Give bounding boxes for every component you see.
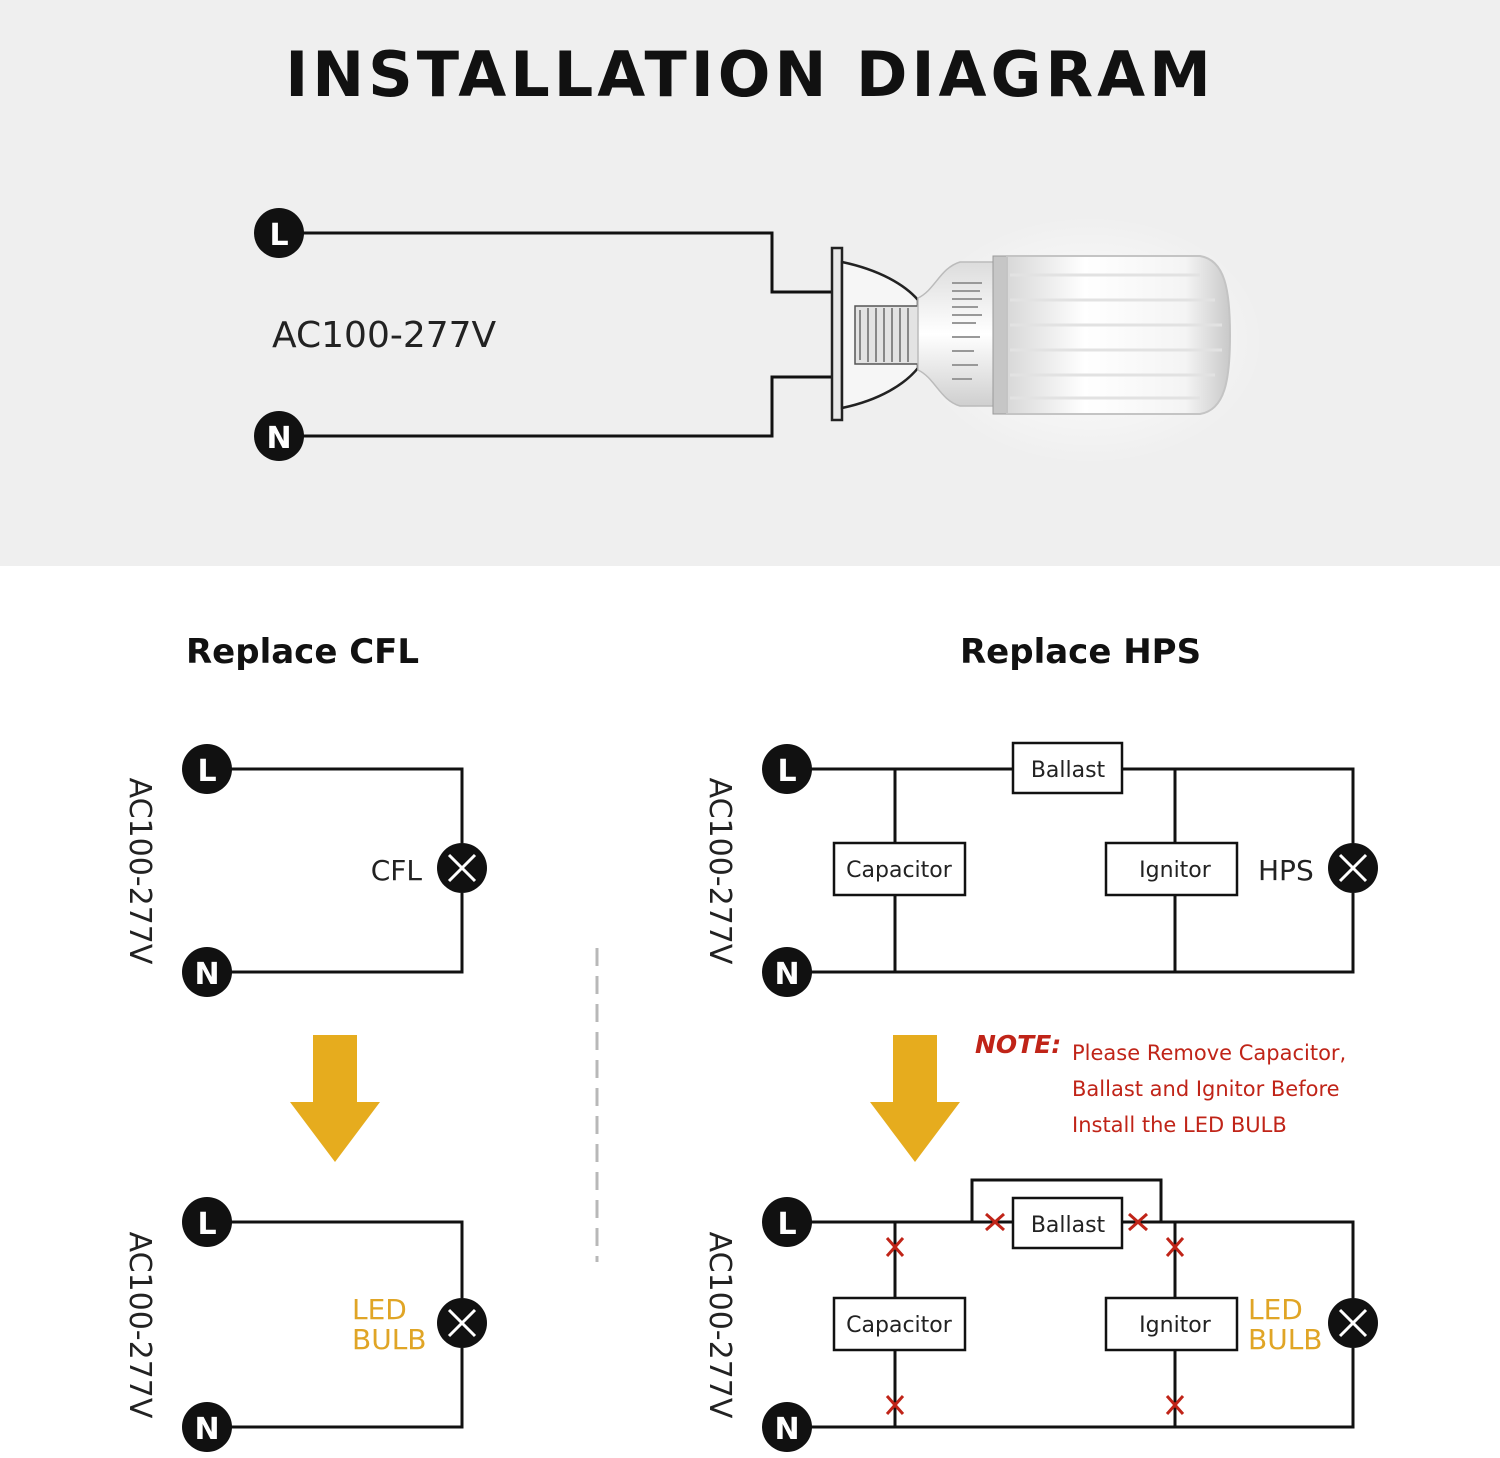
hps-led-bulb-lamp-symbol	[1328, 1298, 1378, 1348]
svg-text:N: N	[194, 1412, 219, 1447]
svg-text:N: N	[774, 1412, 799, 1447]
svg-text:L: L	[777, 1207, 796, 1242]
cut-mark-capacitor-bottom	[885, 1395, 905, 1415]
cut-mark-ignitor-top	[1165, 1237, 1185, 1257]
top-wiring	[300, 231, 840, 438]
svg-text:L: L	[269, 218, 288, 253]
cfl-led-label-line2: BULB	[352, 1323, 427, 1356]
note-line-3: Install the LED BULB	[1072, 1113, 1287, 1137]
top-neutral-terminal: N	[254, 411, 304, 461]
led-bulb-lamp-symbol	[437, 1298, 487, 1348]
top-panel	[0, 0, 1500, 566]
hps-section-title: Replace HPS	[960, 632, 1202, 672]
cfl-before-live-terminal: L	[182, 744, 232, 794]
hps-lamp-label: HPS	[1258, 854, 1314, 887]
cut-mark-ignitor-bottom	[1165, 1395, 1185, 1415]
corn-bulb-illustration	[830, 215, 1265, 465]
svg-text:L: L	[777, 754, 796, 789]
svg-text:Ignitor: Ignitor	[1139, 1313, 1212, 1338]
cfl-down-arrow	[290, 1035, 380, 1162]
svg-text:Capacitor: Capacitor	[846, 858, 953, 883]
hps-before-live-terminal: L	[762, 744, 812, 794]
note-text: Please Remove Capacitor, Ballast and Ign…	[1072, 1035, 1346, 1143]
cut-mark-ballast-right	[1128, 1212, 1148, 1232]
cfl-lamp-label: CFL	[371, 854, 423, 887]
hps-lamp-symbol	[1328, 843, 1378, 893]
hps-before-diagram: Ballast Capacitor Ignitor HPS L N AC100-…	[702, 741, 1378, 997]
hps-after-diagram: Ballast Capacitor Ignitor	[702, 1178, 1378, 1452]
svg-text:Capacitor: Capacitor	[846, 1313, 953, 1338]
svg-text:N: N	[774, 957, 799, 992]
cfl-after-voltage-label: AC100-277V	[122, 1232, 157, 1419]
svg-text:Ballast: Ballast	[1031, 758, 1106, 783]
hps-after-ignitor-box: Ignitor	[1104, 1296, 1239, 1352]
top-voltage-label: AC100-277V	[272, 315, 497, 356]
cfl-before-voltage-label: AC100-277V	[122, 778, 157, 965]
cfl-before-diagram: CFL L N AC100-277V	[122, 744, 487, 997]
cut-mark-ballast-left	[985, 1212, 1005, 1232]
hps-before-capacitor-box: Capacitor	[832, 841, 967, 897]
svg-text:N: N	[266, 421, 291, 456]
hps-down-arrow	[870, 1035, 960, 1162]
note-label: NOTE:	[975, 1030, 1062, 1059]
hps-after-ballast-box: Ballast	[1011, 1196, 1124, 1250]
svg-text:L: L	[197, 754, 216, 789]
cut-marks	[885, 1212, 1185, 1415]
hps-after-capacitor-box: Capacitor	[832, 1296, 967, 1352]
hps-led-label-line2: BULB	[1248, 1323, 1323, 1356]
note-line-1: Please Remove Capacitor,	[1072, 1041, 1347, 1065]
top-live-terminal: L	[254, 208, 304, 258]
note-line-2: Ballast and Ignitor Before	[1072, 1077, 1340, 1101]
main-title: INSTALLATION DIAGRAM	[285, 38, 1215, 111]
hps-after-neutral-terminal: N	[762, 1402, 812, 1452]
svg-text:Ignitor: Ignitor	[1139, 858, 1212, 883]
cfl-before-neutral-terminal: N	[182, 947, 232, 997]
cut-mark-capacitor-top	[885, 1237, 905, 1257]
hps-before-ignitor-box: Ignitor	[1104, 841, 1239, 897]
cfl-section-title: Replace CFL	[186, 632, 420, 672]
hps-after-live-terminal: L	[762, 1197, 812, 1247]
hps-before-ballast-box: Ballast	[1011, 741, 1124, 795]
cfl-after-live-terminal: L	[182, 1197, 232, 1247]
hps-after-voltage-label: AC100-277V	[702, 1232, 737, 1419]
cfl-after-diagram: LED BULB L N AC100-277V	[122, 1197, 487, 1452]
cfl-led-label-line1: LED	[352, 1293, 407, 1326]
svg-text:N: N	[194, 957, 219, 992]
hps-before-voltage-label: AC100-277V	[702, 778, 737, 965]
hps-before-neutral-terminal: N	[762, 947, 812, 997]
svg-text:L: L	[197, 1207, 216, 1242]
svg-text:Ballast: Ballast	[1031, 1213, 1106, 1238]
cfl-after-neutral-terminal: N	[182, 1402, 232, 1452]
cfl-lamp-symbol	[437, 843, 487, 893]
hps-led-label-line1: LED	[1248, 1293, 1303, 1326]
